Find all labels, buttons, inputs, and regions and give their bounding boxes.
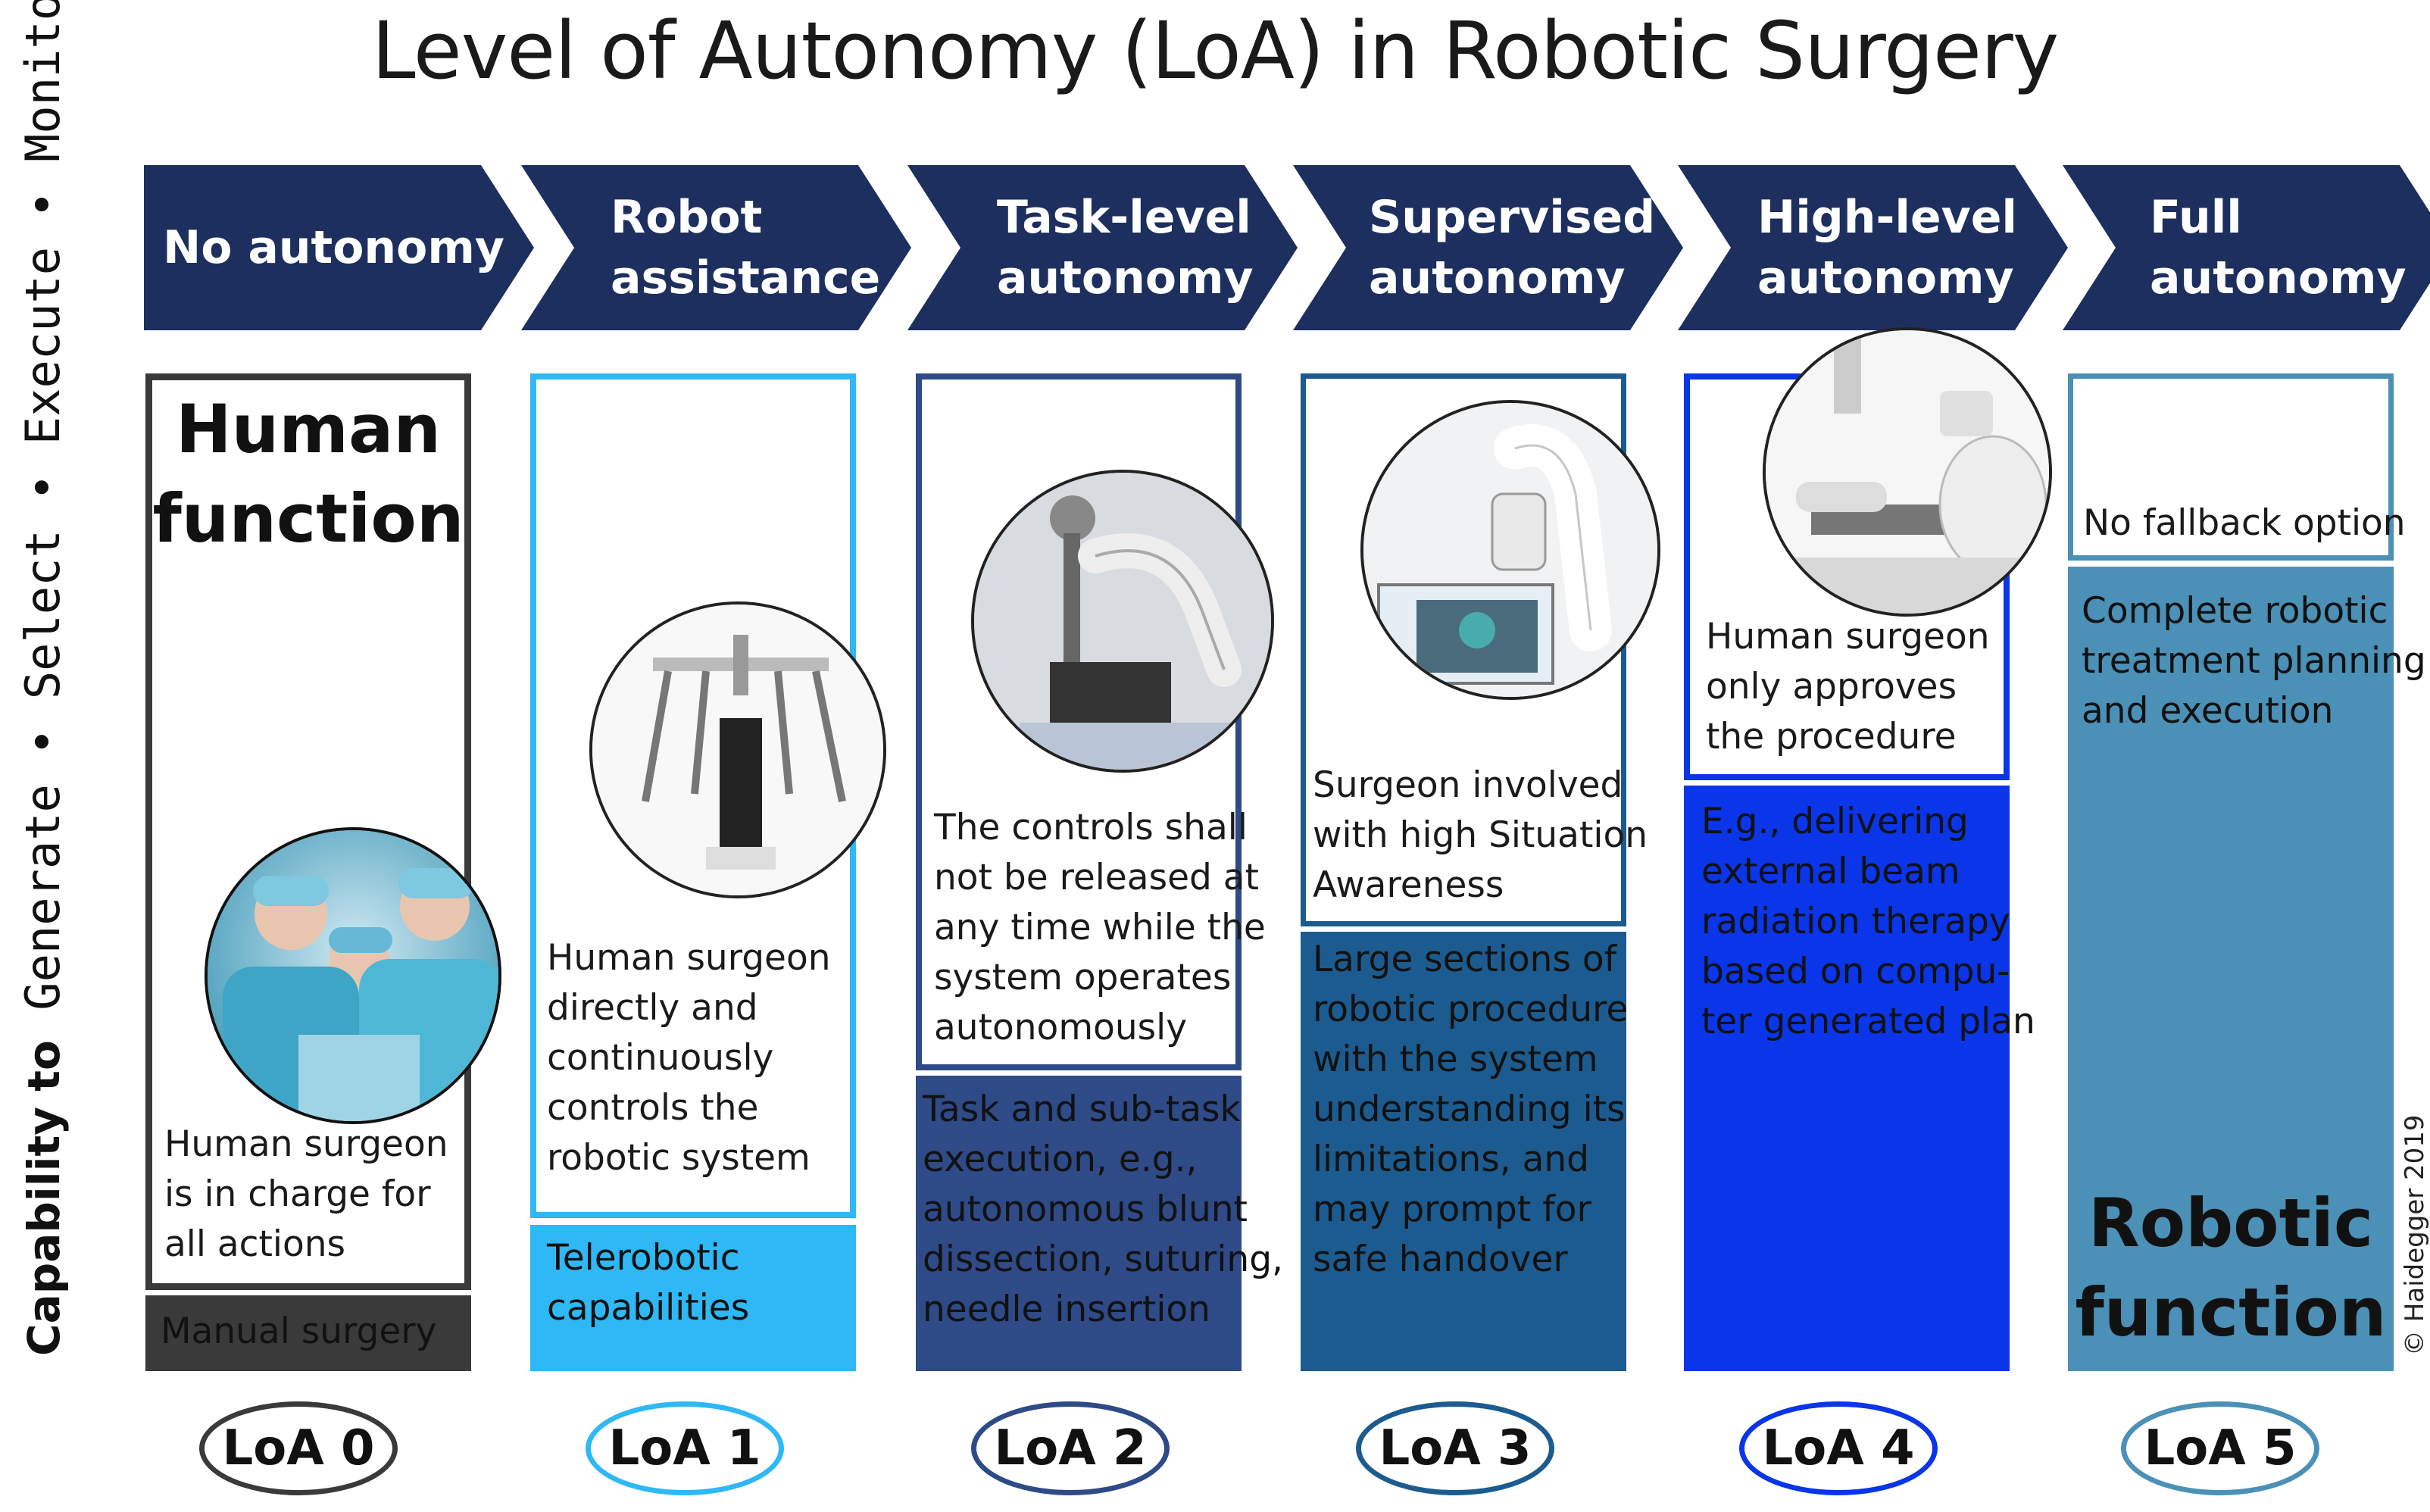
header-label: High-level autonomy	[1757, 191, 2017, 305]
loa0-bottom-box	[145, 1295, 471, 1371]
loa2-badge: LoA 2	[971, 1401, 1170, 1495]
header-chevron-loa1: Robot assistance	[521, 165, 911, 330]
header-chevron-loa5: Full autonomy	[2063, 165, 2430, 330]
header-label: Robot assistance	[611, 191, 881, 305]
loa1-bottom-text: Telerobotic capabilities	[547, 1237, 750, 1329]
loa0-bottom-text: Manual surgery	[161, 1311, 437, 1352]
header-label: Supervised autonomy	[1369, 191, 1656, 305]
loa1-description: Human surgeon directly and continuously …	[547, 937, 831, 1179]
capability-steps-label: Generate • Select • Execute • Monitor	[15, 0, 70, 1011]
loa4-badge: LoA 4	[1739, 1401, 1938, 1495]
radiotherapy-robot-photo	[1763, 327, 2052, 617]
loa4-description: Human surgeon only approves the procedur…	[1706, 616, 1990, 758]
white-robot-arm-with-monitor-photo	[1360, 400, 1660, 700]
header-chevron-loa0: No autonomy	[144, 165, 534, 330]
loa0-description: Human surgeon is in charge for all actio…	[164, 1123, 448, 1265]
loa3-badge: LoA 3	[1356, 1401, 1554, 1495]
copyright-label: © Haidegger 2019	[2400, 1114, 2430, 1356]
loa3-bottom-text: Large sections of robotic procedure with…	[1313, 939, 1629, 1280]
loa5-top-box	[2068, 373, 2394, 561]
loa0-top-box	[145, 373, 471, 1290]
loa4-bottom-text: E.g., delivering external beam radiation…	[1701, 801, 2035, 1042]
multi-arm-surgical-robot-photo	[589, 601, 886, 898]
surgeons-operating-photo	[205, 827, 501, 1124]
loa4-bottom-box	[1684, 786, 2010, 1371]
capability-axis-label: Capability to Generate • Select • Execut…	[15, 0, 70, 1356]
loa0-badge: LoA 0	[199, 1401, 398, 1495]
loa1-badge: LoA 1	[586, 1401, 784, 1495]
loa2-bottom-box	[916, 1076, 1242, 1371]
loa5-bottom-text: Complete robotic treatment planning and …	[2082, 590, 2426, 732]
robotic-function-label: Robotic function	[2075, 1184, 2387, 1351]
header-chevron-loa2: Task-level autonomy	[907, 165, 1298, 330]
robot-arm-lab-photo	[971, 470, 1274, 773]
loa3-bottom-box	[1301, 932, 1626, 1371]
loa1-bottom-box	[530, 1225, 856, 1371]
loa5-description: No fallback option	[2083, 502, 2406, 544]
loa5-bottom-box	[2068, 567, 2394, 1371]
human-function-label: Human function	[152, 390, 464, 558]
header-label: No autonomy	[163, 221, 504, 274]
capability-to-label: Capability to	[18, 1040, 70, 1356]
loa2-bottom-text: Task and sub-task execution, e.g., auton…	[923, 1089, 1283, 1330]
loa5-badge: LoA 5	[2121, 1401, 2319, 1495]
header-chevron-loa3: Supervised autonomy	[1293, 165, 1683, 330]
diagram-title: Level of Autonomy (LoA) in Robotic Surge…	[371, 5, 2060, 97]
header-chevron-loa4: High-level autonomy	[1678, 165, 2068, 330]
header-label: Task-level autonomy	[997, 191, 1254, 305]
loa2-description: The controls shall not be released at an…	[934, 807, 1266, 1048]
loa3-description: Surgeon involved with high Situation Awa…	[1313, 764, 1648, 906]
header-label: Full autonomy	[2150, 191, 2407, 305]
